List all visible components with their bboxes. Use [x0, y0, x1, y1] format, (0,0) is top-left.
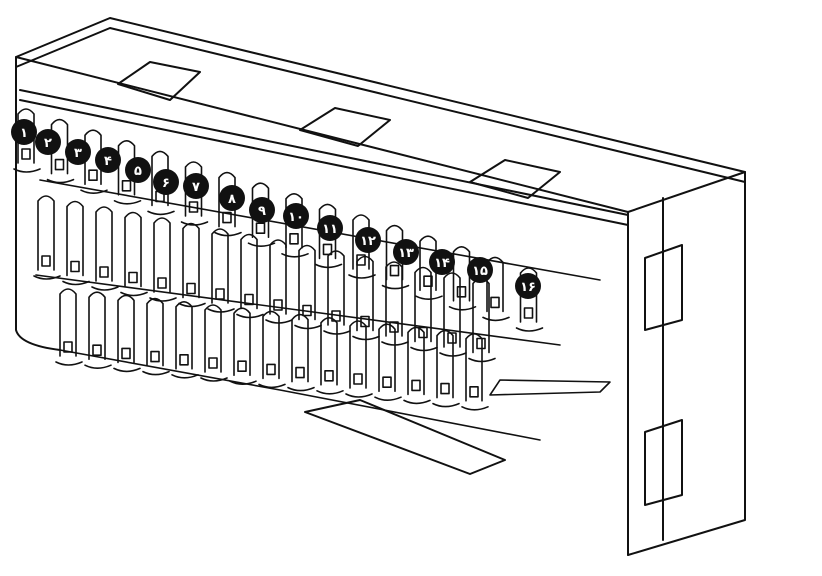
pin-label: ١۶: [520, 280, 536, 295]
pin-label: ١٢: [360, 234, 376, 249]
badge-circle: [183, 173, 209, 199]
middle-pin: [439, 272, 467, 357]
pin-number-badge: ٣: [65, 139, 91, 165]
badge-circle: [355, 227, 381, 253]
badge-circle: [317, 215, 343, 241]
pin-label: ۴: [104, 154, 112, 169]
pin-number-badge: ١١: [317, 215, 343, 241]
pin-label: ٣: [74, 146, 82, 161]
middle-pin: [149, 217, 177, 302]
lower-pin-row: [55, 288, 489, 411]
pin-number-badge: ١۶: [515, 273, 541, 299]
top-pin: [13, 108, 41, 173]
pin-label: ١: [20, 126, 28, 141]
pin-number-badge: ٩: [249, 197, 275, 223]
middle-pin: [294, 244, 322, 330]
badge-circle: [393, 239, 419, 265]
middle-pin: [207, 228, 235, 313]
badge-circle: [35, 129, 61, 155]
pin-label: ١١: [322, 222, 338, 237]
lower-pin: [229, 307, 257, 385]
pin-label: ٨: [228, 192, 236, 207]
pin-label: ١۴: [434, 256, 450, 271]
top-pin: [247, 182, 276, 247]
badge-circle: [11, 119, 37, 145]
pin-label: ٩: [258, 204, 266, 219]
lower-pin: [403, 326, 431, 405]
lower-pin: [200, 304, 228, 382]
pin-number-badge: ١۵: [467, 257, 493, 283]
lower-pin: [55, 288, 83, 366]
lower-pin: [113, 294, 141, 373]
pin-number-badge: ١٠: [283, 203, 309, 229]
top-pin: [46, 118, 75, 184]
pin-label: ٢: [44, 136, 52, 151]
lower-pin: [461, 333, 489, 411]
badge-circle: [95, 147, 121, 173]
pin-label: ٧: [192, 180, 200, 195]
top-pin-row: [13, 108, 544, 332]
top-pin: [113, 140, 142, 205]
pin-number-badge: ۵: [125, 157, 151, 183]
badge-circle: [219, 185, 245, 211]
pin-number-badge: ١۴: [429, 249, 455, 275]
top-pin: [281, 193, 309, 258]
top-pin: [80, 129, 108, 194]
pin-label: ۶: [162, 176, 170, 191]
middle-pin: [178, 222, 206, 308]
pin-number-badge: ۶: [153, 169, 179, 195]
lower-pin: [171, 301, 199, 379]
middle-pin: [120, 211, 148, 297]
middle-pin: [381, 261, 409, 346]
middle-pin: [62, 200, 90, 286]
pin-label: ۵: [134, 164, 142, 179]
top-pin: [515, 267, 544, 332]
top-pin: [415, 235, 443, 300]
badge-circle: [65, 139, 91, 165]
lower-pin: [258, 310, 286, 389]
pin-label: ١۵: [472, 264, 488, 279]
top-pin: [381, 224, 410, 290]
pin-label: ١٣: [398, 246, 414, 261]
pin-number-badge: ٨: [219, 185, 245, 211]
pin-number-badge: ١: [11, 119, 37, 145]
middle-pin: [33, 195, 61, 280]
badge-circle: [125, 157, 151, 183]
connector-housing: [15, 17, 746, 556]
pin-number-badge: ١٣: [393, 239, 419, 265]
lower-pin: [84, 291, 112, 369]
lower-pin: [287, 313, 315, 392]
pin-label: ١٠: [288, 210, 304, 225]
lower-pin: [345, 320, 373, 398]
badge-circle: [429, 249, 455, 275]
lower-pin: [432, 329, 460, 408]
badge-circle: [283, 203, 309, 229]
pin-number-badge: ٢: [35, 129, 61, 155]
pin-number-badge: ۴: [95, 147, 121, 173]
middle-pin: [91, 206, 119, 291]
lower-pin: [316, 317, 344, 395]
lower-pin: [374, 323, 402, 401]
lower-pin: [142, 297, 170, 376]
badge-circle: [153, 169, 179, 195]
badge-circle: [515, 273, 541, 299]
badge-circle: [467, 257, 493, 283]
pin-number-badge: ٧: [183, 173, 209, 199]
badge-circle: [249, 197, 275, 223]
pin-number-badge: ١٢: [355, 227, 381, 253]
middle-pin: [265, 239, 293, 324]
